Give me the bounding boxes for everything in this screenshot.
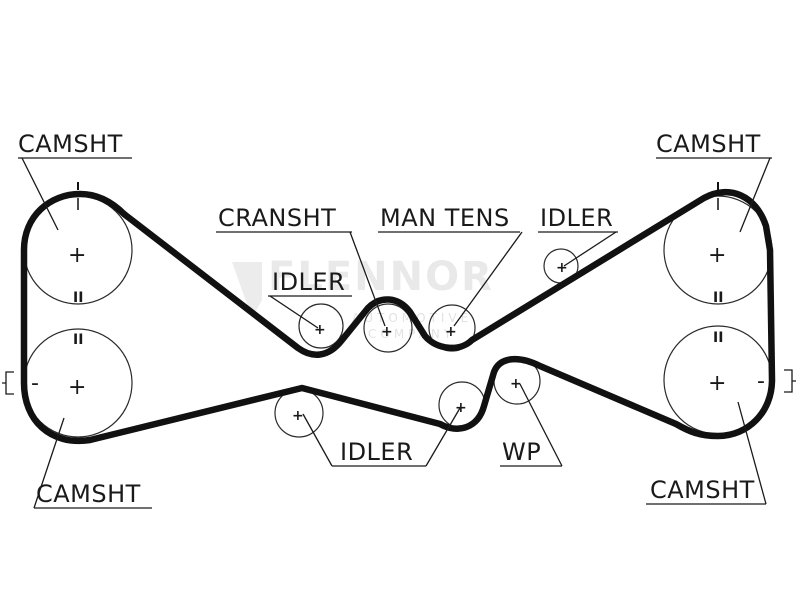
notch-right — [784, 369, 796, 393]
plus-camsht-bottom-left: + — [68, 375, 86, 400]
leader-camsht-top-right — [739, 157, 771, 233]
leader-cransht — [349, 231, 386, 327]
double-mark-top-right: II — [713, 290, 723, 306]
plus-idler-bottom: + — [455, 400, 467, 416]
leader-camsht-bottom-right — [737, 401, 767, 505]
idler-pulley-middle — [298, 303, 344, 349]
label-camsht-top-left: CAMSHT — [18, 130, 123, 158]
leader-idler-bottom-left — [302, 413, 333, 467]
plus-camsht-top-right: + — [708, 243, 726, 268]
minus-camsht-bottom-right: - — [757, 369, 765, 394]
minus-camsht-bottom-left: - — [31, 371, 39, 396]
label-wp: WP — [502, 438, 541, 466]
plus-man-tens: + — [445, 324, 457, 340]
leader-idler-bottom-right — [425, 407, 461, 467]
leader-idler-middle — [269, 295, 319, 329]
label-idler-middle: IDLER — [272, 268, 345, 296]
timing-marks: II II II II — [2, 182, 796, 395]
label-idler-top-right: IDLER — [540, 204, 613, 232]
timing-belt — [20, 188, 776, 445]
plus-camsht-bottom-right: + — [708, 371, 726, 396]
plus-cransht: + — [381, 324, 393, 340]
crankshaft-pulley — [363, 303, 413, 353]
notch-left — [2, 371, 14, 395]
leader-wp — [519, 383, 563, 467]
watermark-logo — [232, 262, 262, 318]
plus-camsht-top-left: + — [68, 243, 86, 268]
center-marks: + + + + - - + + + + + + + — [31, 243, 765, 424]
labels: CAMSHT CAMSHT CRANSHT MAN TENS IDLER IDL… — [18, 130, 761, 508]
watermark-brand: FLENNOR — [268, 254, 494, 300]
leader-idler-top-right — [563, 231, 617, 267]
label-idler-bottom: IDLER — [340, 438, 413, 466]
leader-man-tens — [453, 231, 523, 327]
plus-idler-top-right: + — [556, 260, 568, 276]
double-mark-bottom-left: II — [73, 332, 83, 348]
double-mark-bottom-right: II — [713, 330, 723, 346]
plus-wp: + — [510, 376, 522, 392]
label-cransht: CRANSHT — [218, 204, 336, 232]
label-camsht-bottom-right: CAMSHT — [650, 476, 755, 504]
leader-camsht-top-left — [21, 157, 59, 231]
plus-idler-bottom-left: + — [292, 408, 304, 424]
label-camsht-top-right: CAMSHT — [656, 130, 761, 158]
plus-idler-middle: + — [314, 322, 326, 338]
label-man-tens: MAN TENS — [380, 204, 510, 232]
leader-camsht-bottom-left — [33, 417, 65, 509]
label-camsht-bottom-left: CAMSHT — [36, 480, 141, 508]
double-mark-top-left: II — [73, 290, 83, 306]
leader-lines — [18, 157, 772, 509]
